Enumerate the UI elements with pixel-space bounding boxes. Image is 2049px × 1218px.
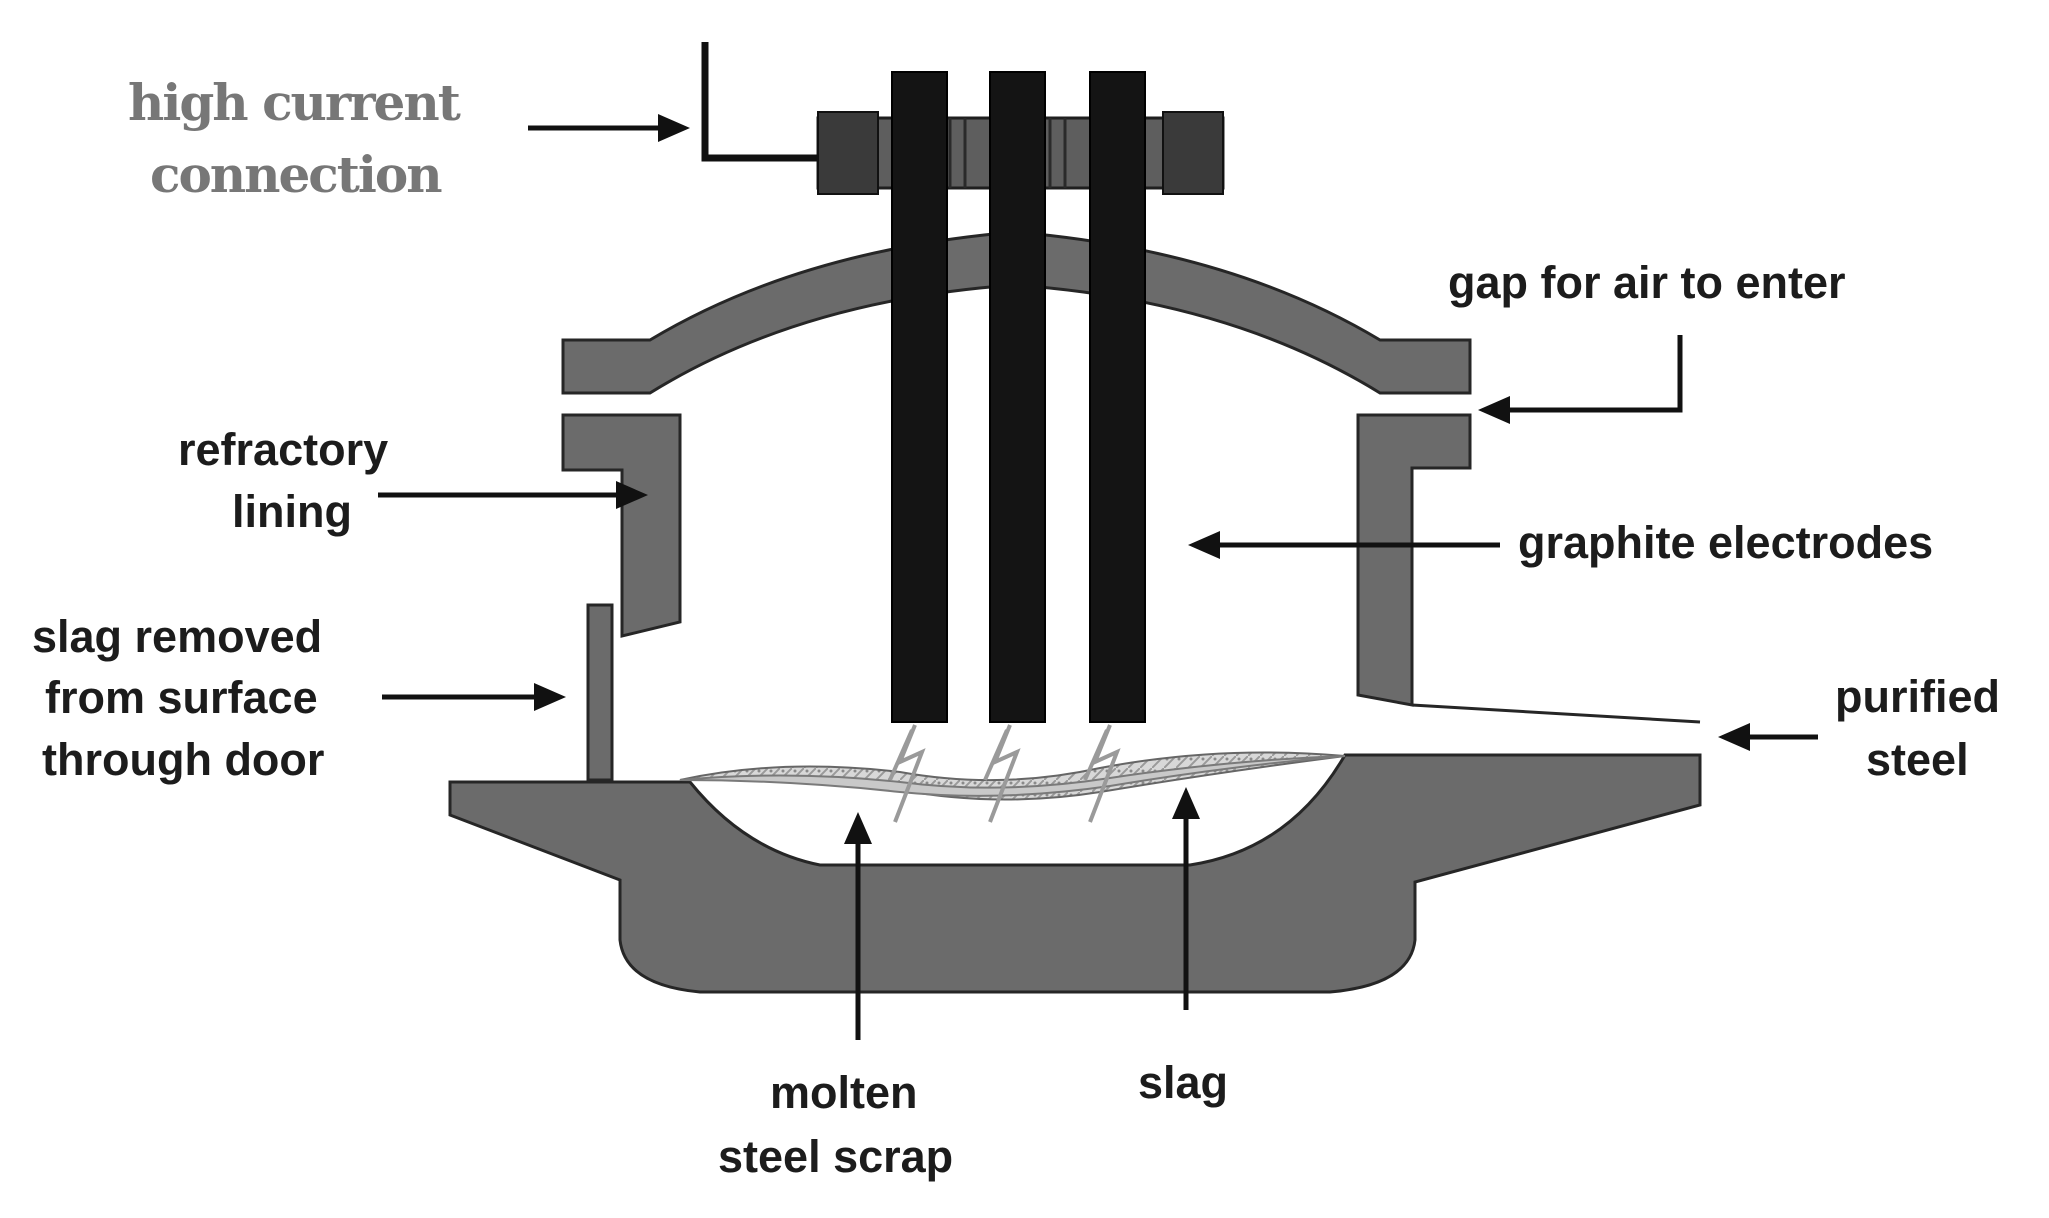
label-molten-line2: steel scrap xyxy=(718,1131,953,1182)
arrow-refractory xyxy=(378,481,648,509)
label-high-current-line1: high current xyxy=(128,73,461,132)
purified-steel-spout xyxy=(1411,703,1701,724)
furnace-wall-right xyxy=(1356,413,1472,707)
arrow-high-current xyxy=(528,114,690,142)
connector-ribs xyxy=(948,118,1067,188)
label-slag: slag xyxy=(1138,1057,1228,1108)
connector-clamp-left xyxy=(817,111,879,195)
connector-clamp-right xyxy=(1162,111,1224,195)
high-current-cable xyxy=(701,42,818,162)
electric-arcs xyxy=(888,724,1121,823)
arrow-graphite xyxy=(1188,531,1500,559)
refractory-lining-left xyxy=(561,413,682,638)
graphite-electrode-2 xyxy=(989,71,1046,723)
label-molten-line1: molten xyxy=(770,1067,918,1118)
label-gap-for-air: gap for air to enter xyxy=(1448,257,1846,308)
label-high-current-line2: connection xyxy=(150,145,442,204)
label-refractory-line1: refractory xyxy=(178,424,388,475)
graphite-electrode-3 xyxy=(1089,71,1146,723)
arrow-slag xyxy=(1172,787,1200,1010)
label-purified-line1: purified xyxy=(1835,671,2000,722)
label-slag-removed-line3: through door xyxy=(42,734,324,785)
arrow-purified-steel xyxy=(1718,723,1818,751)
graphite-electrode-1 xyxy=(891,71,948,723)
label-slag-removed-line2: from surface xyxy=(45,672,318,723)
label-graphite-electrodes: graphite electrodes xyxy=(1518,517,1933,568)
arrow-slag-removed xyxy=(382,683,566,711)
arrow-molten-scrap xyxy=(844,812,872,1040)
slag-door-wall xyxy=(586,603,614,782)
label-slag-removed-line1: slag removed xyxy=(32,611,322,662)
slag-layer xyxy=(679,755,1346,797)
label-refractory-line2: lining xyxy=(232,486,352,537)
label-purified-line2: steel xyxy=(1866,734,1969,785)
arrow-gap-air xyxy=(1478,335,1683,424)
